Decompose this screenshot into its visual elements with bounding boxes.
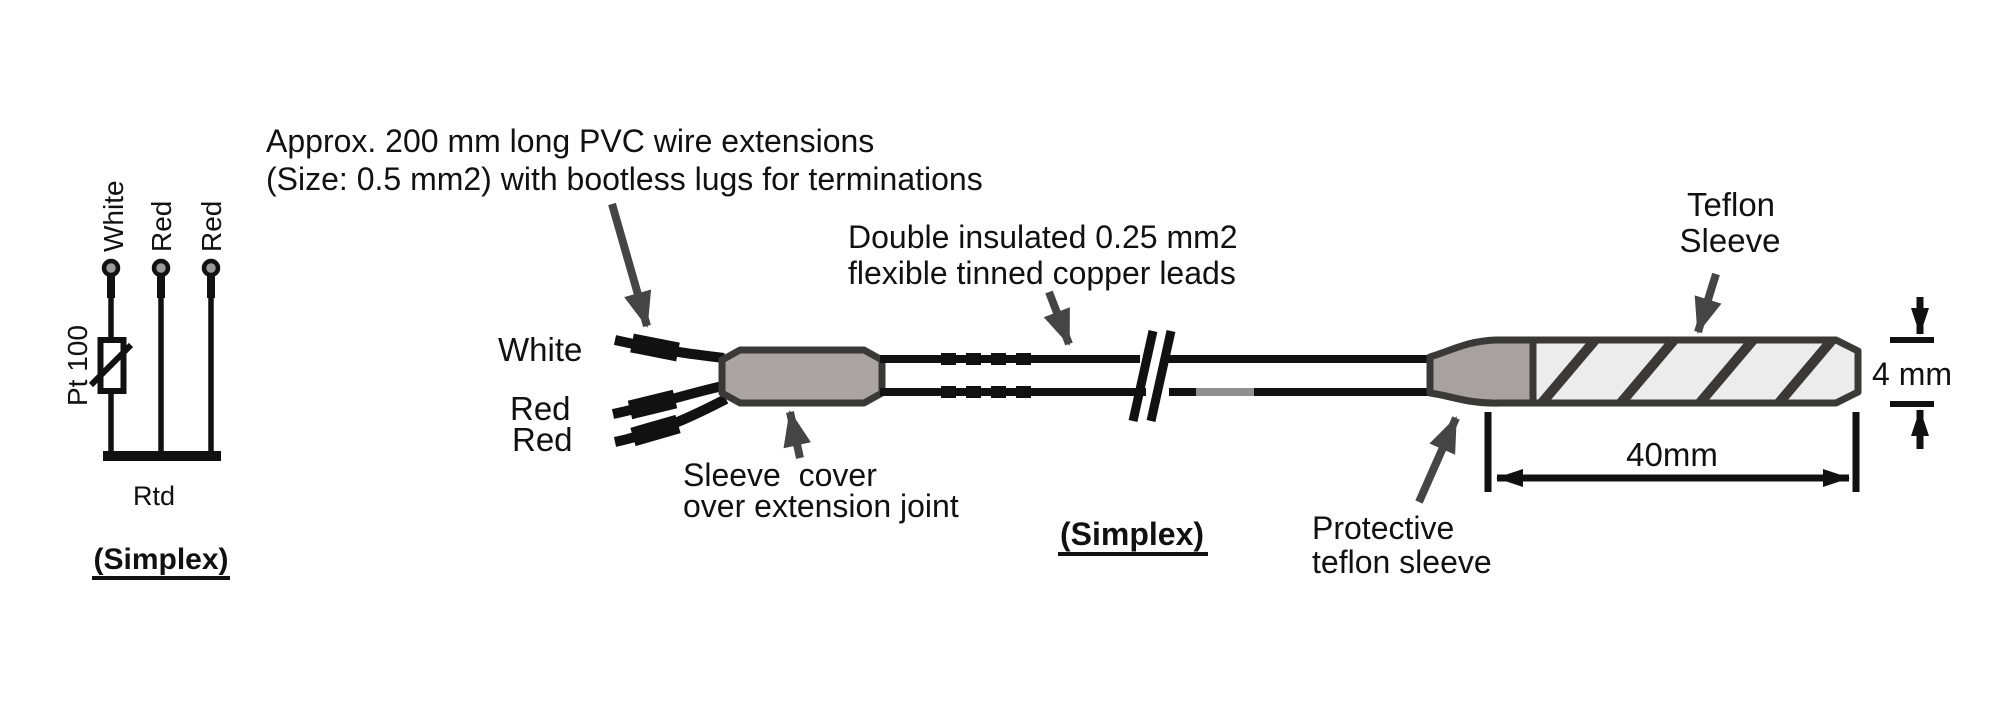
leader-arrow-protective	[1415, 416, 1460, 504]
annotation-teflon-line2: Sleeve	[1680, 222, 1781, 259]
probe-lead-label-red1: Red	[510, 390, 571, 427]
probe-type-label: (Simplex)	[1060, 516, 1204, 552]
probe-assembly: Approx. 200 mm long PVC wire extensions …	[266, 123, 1952, 580]
sleeve-cover-shape	[718, 346, 886, 407]
rtd-schematic: White Red Red Pt 100 Rtd (Simplex)	[62, 180, 230, 580]
teflon-sleeve-hatch	[1533, 340, 1858, 403]
leader-arrow-pvc	[608, 202, 652, 328]
teflon-sleeve-body	[1533, 340, 1858, 403]
probe-lead-label-red2: Red	[512, 421, 573, 458]
wire-lug-white	[630, 333, 680, 362]
protective-sleeve-shape	[1426, 336, 1537, 407]
annotation-leads-line2: flexible tinned copper leads	[848, 255, 1236, 291]
annotation-teflon-line1: Teflon	[1687, 186, 1775, 223]
annotation-leads-line1: Double insulated 0.25 mm2	[848, 219, 1238, 255]
cable-break-slash	[1128, 330, 1158, 422]
leader-arrow-leads	[1043, 290, 1073, 346]
wire-lug-red2	[630, 414, 681, 447]
annotation-pvc-line2: (Size: 0.5 mm2) with bootless lugs for t…	[266, 161, 983, 197]
terminal-ring-icon	[151, 258, 171, 278]
schematic-terminal-label-red2: Red	[196, 201, 227, 252]
annotation-pvc-line1: Approx. 200 mm long PVC wire extensions	[266, 123, 874, 159]
terminal-ring-icon	[201, 258, 221, 278]
wire-lug-red1	[627, 389, 678, 420]
annotation-sleeve-cover-line1: Sleeve cover	[683, 457, 877, 493]
annotation-protective-line2: teflon sleeve	[1312, 544, 1492, 580]
rtd-element-strike	[88, 342, 134, 388]
annotation-protective-line1: Protective	[1312, 510, 1454, 546]
teflon-sleeve-outline	[1529, 336, 1862, 407]
schematic-type-label: (Simplex)	[93, 543, 228, 576]
leader-arrow-teflon	[1694, 272, 1722, 334]
dim-length-label: 40mm	[1626, 436, 1718, 473]
terminal-ring-icon	[101, 258, 121, 278]
schematic-caption: Rtd	[133, 481, 175, 511]
probe-lead-label-white: White	[498, 331, 582, 368]
schematic-terminal-label-red1: Red	[146, 201, 177, 252]
leader-arrow-sleeve-cover	[783, 410, 811, 459]
annotation-sleeve-cover-line2: over extension joint	[683, 488, 959, 524]
rtd-element-label: Pt 100	[62, 325, 93, 406]
cable-break-slash	[1146, 330, 1176, 422]
schematic-terminal-label-white: White	[98, 180, 129, 252]
dim-diameter-label: 4 mm	[1872, 356, 1952, 392]
